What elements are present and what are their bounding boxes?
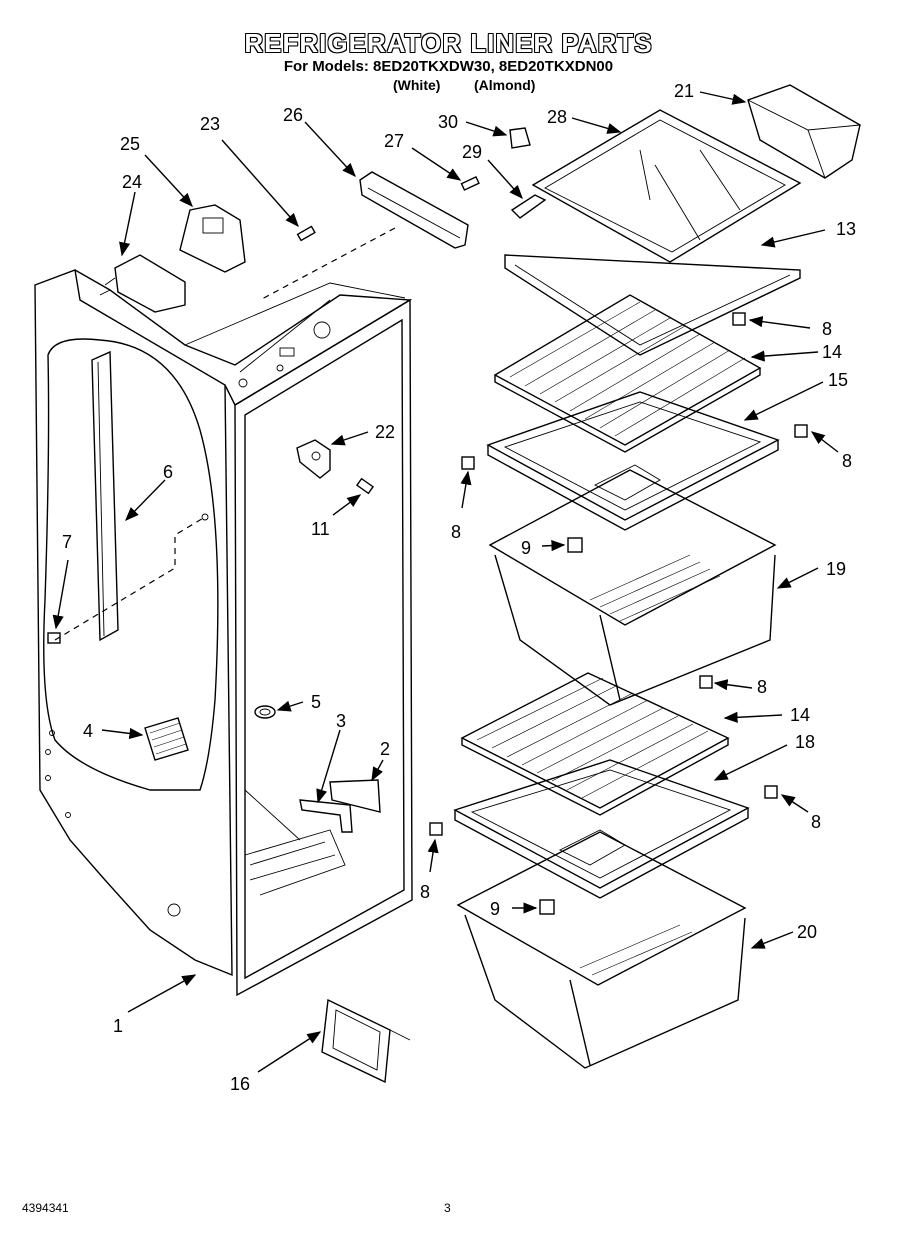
callout-19: 19	[826, 559, 846, 579]
leader-arrows	[52, 91, 839, 1073]
model-numbers: For Models: 8ED20TKXDW30, 8ED20TKXDN00	[283, 58, 614, 75]
part-29-shelf-trim	[510, 194, 547, 219]
callout-7: 7	[62, 532, 72, 552]
callout-27: 27	[384, 131, 404, 151]
part-9-drawer-stop	[539, 537, 583, 915]
callout-8-c: 8	[451, 522, 461, 542]
part-30-clip	[509, 127, 531, 149]
callout-2: 2	[380, 739, 390, 759]
callout-21: 21	[674, 81, 694, 101]
part-23-screw	[296, 225, 316, 242]
part-7-screw	[47, 632, 61, 644]
callout-labels: 21 28 30 29 27 26 23 25 24 13 8 14 15 8 …	[62, 81, 856, 1036]
callout-20: 20	[797, 922, 817, 942]
footer-page-number: 3	[444, 1201, 451, 1215]
part-24-control-housing	[99, 254, 186, 313]
callout-3: 3	[336, 711, 346, 731]
part-20-crisper-drawer	[456, 829, 747, 1069]
part-2-bracket	[329, 779, 381, 813]
part-3-bracket	[299, 799, 353, 833]
part-15-crisper-cover	[486, 391, 780, 531]
part-11-screw	[355, 477, 375, 495]
callout-4: 4	[83, 721, 93, 741]
callout-6: 6	[163, 462, 173, 482]
part-4-vent-grille	[144, 717, 189, 761]
callout-29: 29	[462, 142, 482, 162]
footer-part-number: 4394341	[22, 1201, 69, 1215]
part-26-bracket	[359, 171, 469, 249]
callout-24: 24	[122, 172, 142, 192]
callout-1: 1	[113, 1016, 123, 1036]
callout-25: 25	[120, 134, 140, 154]
page-title: REFRIGERATOR LINER PARTS	[244, 28, 653, 58]
callout-15: 15	[828, 370, 848, 390]
callout-14-a: 14	[822, 342, 842, 362]
color-almond-label: (Almond)	[474, 77, 536, 93]
part-5-grommet	[254, 705, 276, 719]
part-25-air-diffuser	[179, 204, 246, 273]
callout-8-b: 8	[842, 451, 852, 471]
callout-8-a: 8	[822, 319, 832, 339]
part-18-crisper-cover	[453, 759, 750, 899]
callout-13: 13	[836, 219, 856, 239]
callout-30: 30	[438, 112, 458, 132]
part-27-screw	[460, 175, 480, 191]
callout-9-b: 9	[490, 899, 500, 919]
part-22-bracket	[296, 439, 331, 479]
callout-8-d: 8	[757, 677, 767, 697]
part-13-shelf-frame	[504, 109, 802, 356]
callout-26: 26	[283, 105, 303, 125]
callout-11: 11	[311, 519, 330, 539]
part-16-bracket	[321, 998, 411, 1084]
callout-28: 28	[547, 107, 567, 127]
part-8-shelf-support	[429, 312, 808, 836]
callout-16-visible: 16	[230, 1074, 250, 1094]
part-14-lower-glass-shelf	[460, 672, 730, 816]
liner-cabinet	[34, 227, 413, 997]
callout-8-f: 8	[420, 882, 430, 902]
callout-22: 22	[375, 422, 395, 442]
part-19-crisper-drawer	[488, 464, 777, 706]
callout-23: 23	[200, 114, 220, 134]
color-white-label: (White)	[393, 77, 441, 93]
callout-18: 18	[795, 732, 815, 752]
callout-8-e: 8	[811, 812, 821, 832]
callout-9-a: 9	[521, 538, 531, 558]
part-21-dairy-bin	[747, 84, 861, 179]
callout-14-b: 14	[790, 705, 810, 725]
callout-5: 5	[311, 692, 321, 712]
